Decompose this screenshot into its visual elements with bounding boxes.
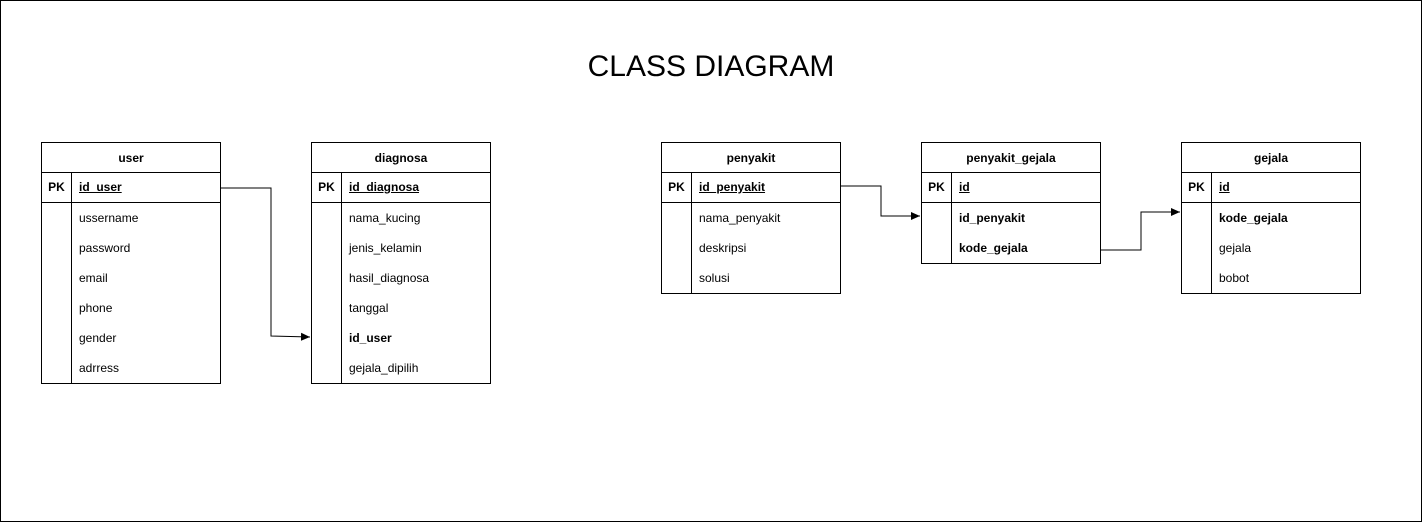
attribute-field: email	[79, 271, 108, 285]
pk-label: PK	[312, 173, 342, 202]
attribute-field: solusi	[699, 271, 730, 285]
key-column	[1182, 203, 1212, 293]
attribute-field: deskripsi	[699, 241, 747, 255]
attribute-field: nama_penyakit	[699, 211, 781, 225]
pk-label: PK	[1182, 173, 1212, 202]
key-column	[662, 203, 692, 293]
key-column	[312, 203, 342, 383]
primary-key-field: id_diagnosa	[349, 180, 420, 194]
primary-key-field: id	[959, 180, 970, 194]
primary-key-row: PK id	[922, 173, 1100, 203]
attribute-field: kode_gejala	[959, 241, 1028, 255]
attributes-section: id_penyakit kode_gejala	[922, 203, 1100, 263]
attribute-field: gender	[79, 331, 117, 345]
attribute-field: kode_gejala	[1219, 211, 1288, 225]
attribute-field: jenis_kelamin	[349, 241, 422, 255]
attribute-field: tanggal	[349, 301, 389, 315]
attribute-field: phone	[79, 301, 113, 315]
primary-key-field: id_penyakit	[699, 180, 766, 194]
attribute-field: adrress	[79, 361, 120, 375]
attribute-field: gejala_dipilih	[349, 361, 419, 375]
attribute-field: hasil_diagnosa	[349, 271, 430, 285]
entity-name: diagnosa	[312, 143, 490, 173]
primary-key-row: PK id_penyakit	[662, 173, 840, 203]
entity-name: penyakit_gejala	[922, 143, 1100, 173]
entity-name: user	[42, 143, 220, 173]
key-column	[42, 203, 72, 383]
attribute-field: id_penyakit	[959, 211, 1026, 225]
key-column	[922, 203, 952, 263]
attribute-field: bobot	[1219, 271, 1250, 285]
primary-key-field: id_user	[79, 180, 122, 194]
primary-key-field: id	[1219, 180, 1230, 194]
connector-user-to-diagnosa	[221, 187, 311, 341]
attribute-field: id_user	[349, 331, 392, 345]
primary-key-row: PK id_diagnosa	[312, 173, 490, 203]
primary-key-row: PK id	[1182, 173, 1360, 203]
pk-label: PK	[662, 173, 692, 202]
attributes-section: ussername password email phone gender adrress	[42, 203, 220, 383]
entity-name: gejala	[1182, 143, 1360, 173]
pk-label: PK	[922, 173, 952, 202]
primary-key-row: PK id_user	[42, 173, 220, 203]
diagram-title: CLASS DIAGRAM	[587, 50, 835, 83]
attribute-field: gejala	[1219, 241, 1252, 255]
attribute-field: ussername	[79, 211, 139, 225]
pk-label: PK	[42, 173, 72, 202]
attribute-field: password	[79, 241, 131, 255]
attribute-field: nama_kucing	[349, 211, 421, 225]
attributes-section: nama_penyakit deskripsi solusi	[662, 203, 840, 293]
connector-penyakit-to-penyakit-gejala	[841, 185, 920, 220]
connector-penyakit-gejala-to-gejala	[1101, 208, 1180, 251]
entity-name: penyakit	[662, 143, 840, 173]
